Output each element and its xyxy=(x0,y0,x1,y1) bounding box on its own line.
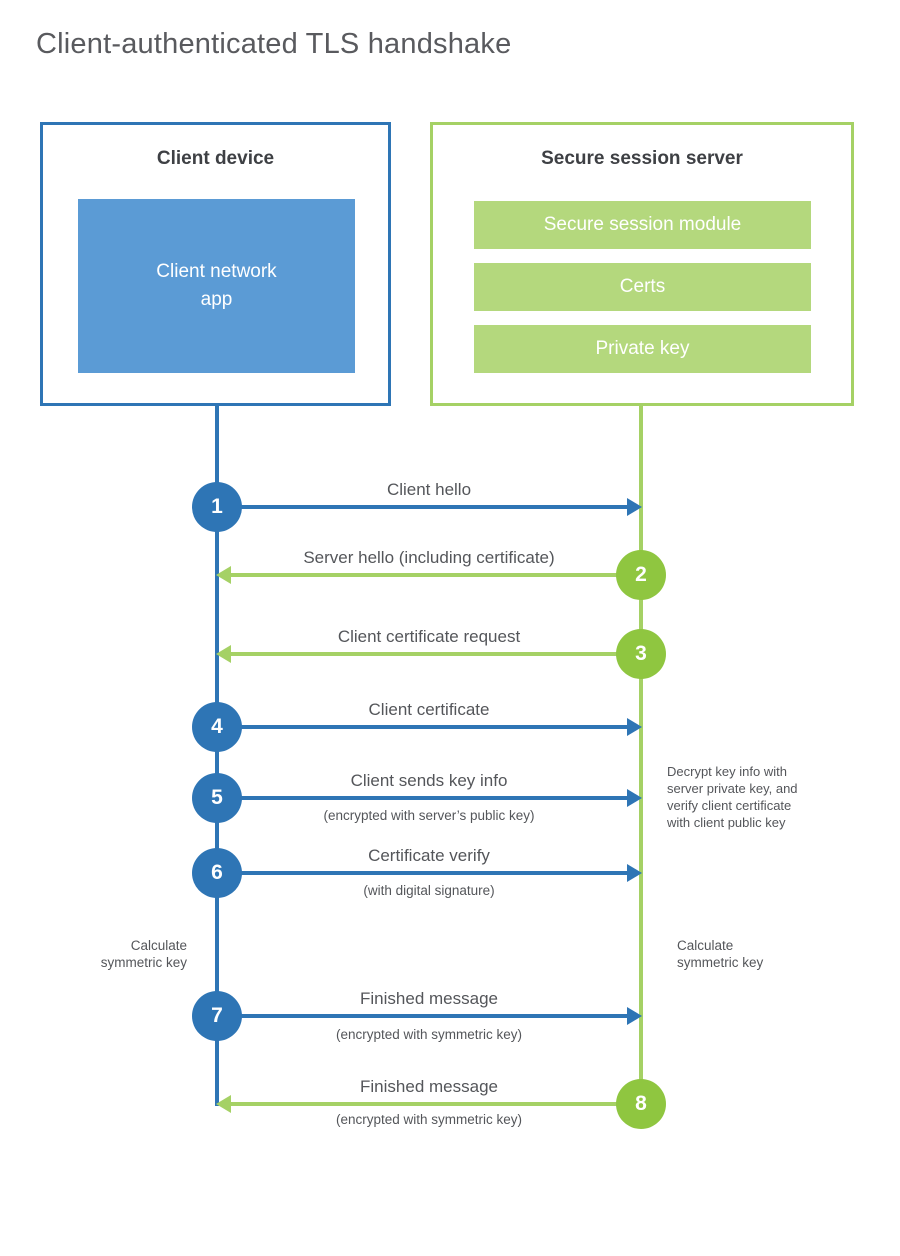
step-8-arrow-shaft xyxy=(229,1102,641,1106)
client-network-app-box: Client network app xyxy=(78,199,355,373)
step-7-arrow-shaft xyxy=(217,1014,629,1018)
step-3-label: Client certificate request xyxy=(337,627,521,646)
step-2-arrowhead-icon xyxy=(216,566,231,584)
step-6-circle: 6 xyxy=(192,848,242,898)
step-4-circle: 4 xyxy=(192,702,242,752)
step-1-circle: 1 xyxy=(192,482,242,532)
step-3-arrow-shaft xyxy=(229,652,641,656)
server-module-certs: Certs xyxy=(474,263,811,311)
step-7-arrowhead-icon xyxy=(627,1007,642,1025)
step-1-arrow xyxy=(217,498,642,516)
step-8-arrow xyxy=(216,1095,641,1113)
secure-session-server-title: Secure session server xyxy=(541,148,743,169)
step-7-arrow xyxy=(217,1007,642,1025)
step-5-sublabel: (encrypted with server’s public key) xyxy=(323,808,535,823)
step-2-label: Server hello (including certificate) xyxy=(303,548,555,567)
step-8-circle: 8 xyxy=(616,1079,666,1129)
step-7-circle: 7 xyxy=(192,991,242,1041)
step-5-arrowhead-icon xyxy=(627,789,642,807)
step-5-circle: 5 xyxy=(192,773,242,823)
server-module-secure-session-module: Secure session module xyxy=(474,201,811,249)
client-device-title: Client device xyxy=(156,148,275,169)
page-title: Client-authenticated TLS handshake xyxy=(36,28,512,60)
step-2-arrow-shaft xyxy=(229,573,641,577)
decrypt-key-note: Decrypt key info with server private key… xyxy=(667,764,798,830)
step-4-label: Client certificate xyxy=(368,700,490,719)
step-4-arrow-shaft xyxy=(217,725,629,729)
step-6-arrow xyxy=(217,864,642,882)
step-8-label: Finished message xyxy=(360,1077,498,1096)
step-8-sublabel: (encrypted with symmetric key) xyxy=(335,1112,523,1127)
client-device-box: Client device Client network app xyxy=(40,122,391,406)
calculate-symmetric-key-left: Calculate symmetric key xyxy=(100,938,187,970)
step-3-arrowhead-icon xyxy=(216,645,231,663)
step-1-arrow-shaft xyxy=(217,505,629,509)
step-5-label: Client sends key info xyxy=(350,771,508,790)
step-8-arrowhead-icon xyxy=(216,1095,231,1113)
step-7-label: Finished message xyxy=(360,989,498,1008)
client-lifeline xyxy=(215,405,219,1106)
step-5-arrow xyxy=(217,789,642,807)
step-5-arrow-shaft xyxy=(217,796,629,800)
step-2-circle: 2 xyxy=(616,550,666,600)
step-3-circle: 3 xyxy=(616,629,666,679)
step-1-arrowhead-icon xyxy=(627,498,642,516)
step-4-arrowhead-icon xyxy=(627,718,642,736)
calculate-symmetric-key-right: Calculate symmetric key xyxy=(677,938,764,970)
step-7-sublabel: (encrypted with symmetric key) xyxy=(335,1027,523,1042)
secure-session-server-box: Secure session server Secure session mod… xyxy=(430,122,854,406)
step-1-label: Client hello xyxy=(386,480,472,499)
step-4-arrow xyxy=(217,718,642,736)
step-6-label: Certificate verify xyxy=(368,846,490,865)
step-6-arrow-shaft xyxy=(217,871,629,875)
step-2-arrow xyxy=(216,566,641,584)
server-module-private-key: Private key xyxy=(474,325,811,373)
server-lifeline xyxy=(639,405,643,1105)
step-6-sublabel: (with digital signature) xyxy=(363,883,495,898)
step-3-arrow xyxy=(216,645,641,663)
step-6-arrowhead-icon xyxy=(627,864,642,882)
